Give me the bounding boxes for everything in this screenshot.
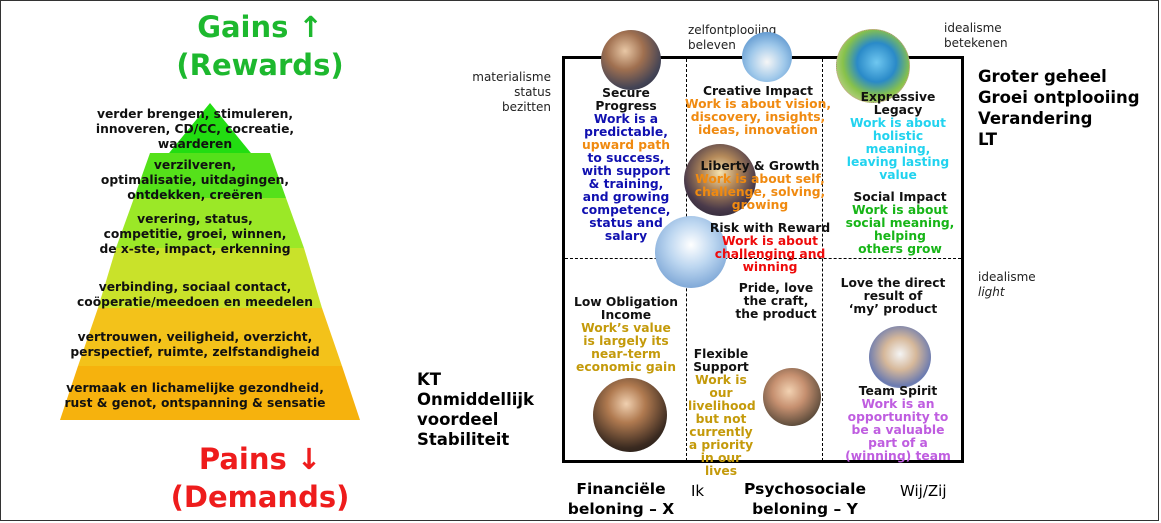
gains-title: Gains ↑ [197, 10, 323, 44]
pyramid-level-5 [78, 308, 342, 366]
axis-psychosocial: Psychosociale beloning – Y [744, 480, 866, 518]
gains-subtitle: (Rewards) [176, 48, 344, 82]
label-idealisme-betekenen: idealisme betekenen [944, 21, 1008, 50]
axis-financial: Financiële beloning – X [567, 480, 675, 518]
label-materialisme: materialisme status bezitten [472, 70, 551, 114]
pyramid-level-6 [60, 366, 360, 420]
axis-ik: Ik [691, 482, 705, 500]
photo-business-team [601, 30, 661, 90]
pyramid-level-1 [165, 103, 255, 158]
photo-runner-winning [655, 216, 727, 288]
pyramid-label-2: verzilveren, optimalisatie, uitdagingen,… [100, 158, 290, 202]
photo-team-spirit [869, 326, 931, 388]
photo-cashier [593, 378, 667, 452]
pyramid-label-5: vertrouwen, veiligheid, overzicht, persp… [70, 330, 320, 359]
pains-subtitle: (Demands) [170, 480, 350, 514]
label-zelfontplooiing: zelfontplooiing beleven [688, 23, 777, 52]
photo-creative-sky [742, 32, 792, 82]
photo-liberty-sunset [684, 144, 756, 216]
cell-secure-progress: Secure Progress Work is a predictable, u… [581, 86, 671, 243]
pyramid-label-6: vermaak en lichamelijke gezondheid, rust… [64, 381, 326, 410]
pyramid-label-3: verering, status, competitie, groei, win… [99, 212, 291, 256]
cell-love-product: Love the direct result of ‘my’ product [840, 276, 946, 316]
cell-risk-reward: Risk with Reward Work is about challengi… [709, 221, 831, 274]
pyramid-level-3 [116, 198, 304, 248]
label-idealisme-light: idealisme light [978, 270, 1036, 299]
axis-wij-zij: Wij/Zij [900, 482, 947, 500]
divider-horizontal [565, 258, 961, 259]
photo-parent-baby [763, 368, 821, 426]
cell-liberty-growth: Liberty & Growth Work is about self, cha… [694, 159, 826, 212]
pains-heading: Pains ↓ (Demands) [140, 440, 380, 516]
pyramid [60, 103, 360, 420]
kt-label: KT Onmiddellijk voordeel Stabiliteit [417, 370, 535, 449]
cell-flexible-support: Flexible Support Work is our livelihood … [688, 347, 756, 478]
gains-heading: Gains ↑ (Rewards) [145, 8, 375, 84]
cell-team-spirit: Team Spirit Work is an opportunity to be… [845, 384, 951, 463]
divider-vertical-2 [822, 59, 823, 461]
pyramid-level-2 [134, 153, 286, 198]
cell-creative-impact: Creative Impact Work is about vision, di… [684, 84, 831, 137]
label-groter-geheel: Groter geheel Groei ontplooiing Verander… [978, 67, 1140, 149]
cell-low-obligation: Low Obligation Income Work’s value is la… [573, 295, 678, 374]
pains-title: Pains ↓ [198, 442, 322, 476]
pyramid-level-4 [98, 248, 322, 308]
cell-social-impact: Social Impact Work is about social meani… [845, 190, 955, 256]
cell-pride: Pride, love the craft, the product [735, 281, 817, 321]
cell-expressive-legacy: Expressive Legacy Work is about holistic… [846, 90, 950, 182]
photo-globe-hands [836, 29, 910, 103]
pyramid-label-1: verder brengen, stimuleren, innoveren, C… [95, 107, 295, 151]
pyramid-label-4: verbinding, sociaal contact, coöperatie/… [76, 280, 314, 309]
